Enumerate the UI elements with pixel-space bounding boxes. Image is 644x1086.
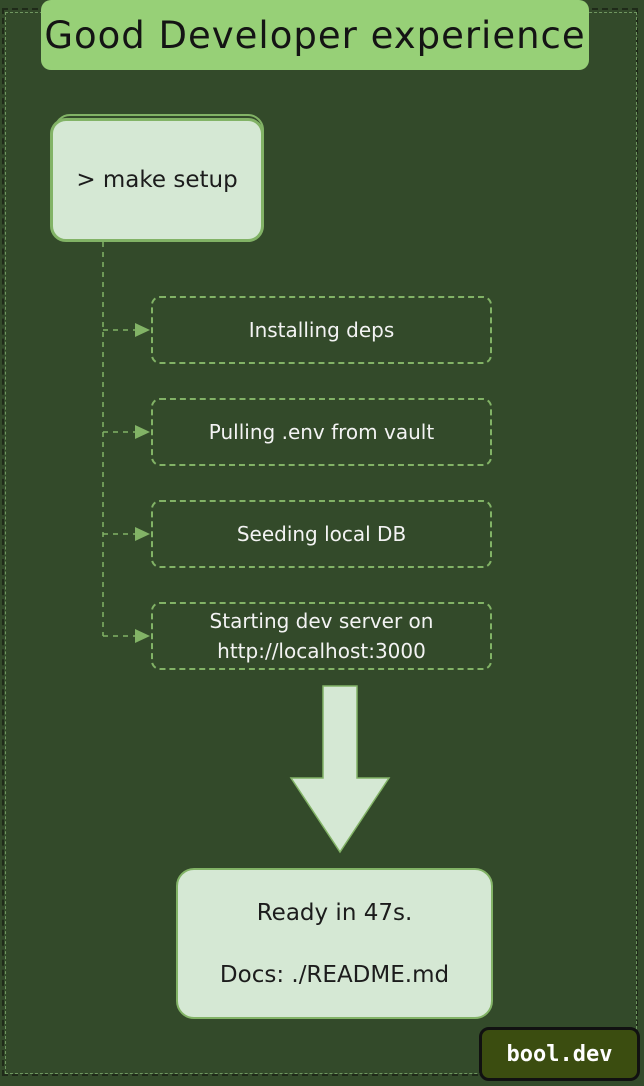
step-pulling-env: Pulling .env from vault	[151, 398, 492, 466]
brand-badge: bool.dev	[479, 1027, 640, 1081]
step-label-line-2: http://localhost:3000	[217, 639, 426, 663]
command-box: > make setup	[50, 118, 264, 242]
step-starting-server: Starting dev server on http://localhost:…	[151, 602, 492, 670]
ready-text: Ready in 47s.	[256, 899, 413, 926]
diagram-title: Good Developer experience	[41, 0, 589, 70]
step-label-line-1: Starting dev server on	[209, 609, 434, 633]
step-installing-deps: Installing deps	[151, 296, 492, 364]
result-box: Ready in 47s. Docs: ./README.md	[176, 868, 493, 1019]
docs-text: Docs: ./README.md	[219, 961, 450, 988]
step-seeding-db: Seeding local DB	[151, 500, 492, 568]
step-label: Installing deps	[248, 318, 395, 342]
step-label: Pulling .env from vault	[208, 420, 435, 444]
step-label: Seeding local DB	[236, 522, 407, 546]
